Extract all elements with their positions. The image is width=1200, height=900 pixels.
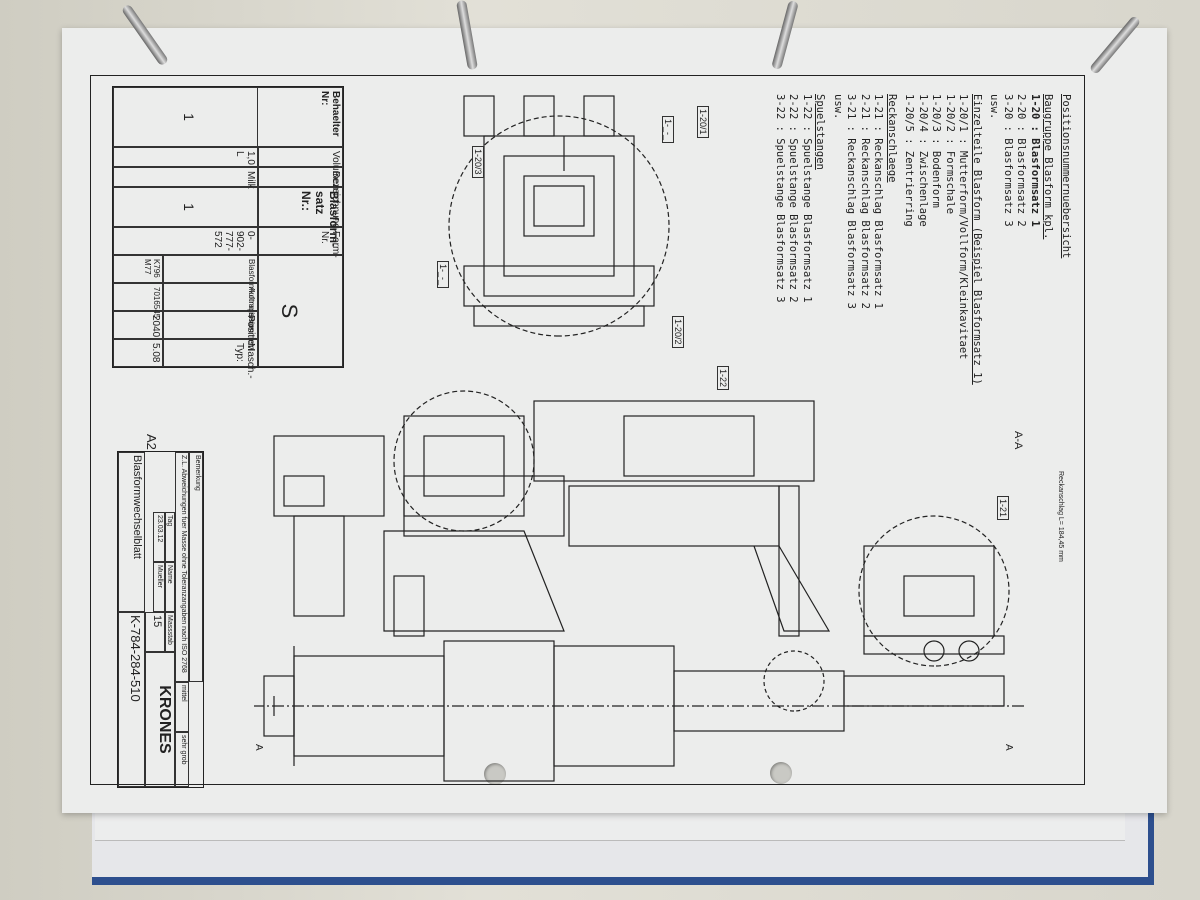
table-label: Masch.-Typ: (163, 339, 258, 379)
tolerance-mittel: mittel (175, 682, 189, 732)
title-label: Massstab (165, 612, 175, 652)
table-label: Bezeichnung (258, 167, 343, 229)
section-marker: A (1003, 744, 1014, 751)
bottom-assembly-view (254, 640, 1024, 782)
section-marker: A (253, 744, 264, 751)
tolerance-grob: sehr grob (175, 732, 189, 787)
table-value: 0-902-777-572 (113, 227, 258, 255)
table-value: Milk (113, 167, 258, 189)
detail-circle-stretch-stop (858, 515, 1010, 667)
krones-logo: KRONES (145, 652, 175, 787)
table-label: Position (163, 311, 258, 351)
table-value: K796 M77 (113, 255, 163, 283)
main-assembly-view (273, 390, 831, 637)
drawing-views (254, 95, 1024, 782)
sheet-size: A2 (144, 434, 159, 450)
callout-label: 1-_-_ (437, 261, 449, 289)
punch-hole (484, 763, 506, 785)
name-value: Mueller (153, 562, 165, 612)
callout-label: 1-22 (717, 366, 729, 391)
section-label: A-A (1012, 431, 1024, 450)
technical-drawing: Positionsnummernuebersicht Baugruppe Bla… (90, 75, 1085, 788)
table-value: 1 (113, 187, 258, 227)
table-symbol: S (258, 255, 343, 367)
table-value: 5.08 (113, 339, 163, 367)
callout-label: 1-20/1 (697, 106, 709, 138)
callout-label: 1-20/2 (672, 316, 684, 348)
table-value: 7016545 (113, 283, 163, 318)
info-table: Behaelter Nr: Volumen Bezeichnung Blasfo… (112, 86, 344, 379)
stretch-note: Reckanschlag L= 184,45 mm (1057, 471, 1064, 562)
tolerance-note: Z.L. Abweichungen fuer Masse ohne Tolera… (175, 452, 189, 682)
table-value: 1 (113, 87, 258, 147)
table-label: Blasformkommission (163, 255, 258, 333)
table-value: 1,0 L (113, 147, 258, 167)
detail-circle-mould (448, 95, 670, 337)
callout-label: 1-_-_ (662, 116, 674, 144)
scale-value: 15 (145, 612, 165, 652)
title-label: Bemerkung (189, 452, 203, 682)
title-block: Bemerkung Z.L. Abweichungen fuer Masse o… (117, 451, 204, 788)
table-label: Volumen (258, 147, 343, 190)
title-label: Name (165, 562, 175, 612)
date-value: 23.03.12 (153, 512, 165, 562)
callout-label: 1-20/3 (472, 146, 484, 178)
table-label: Form-Nr. (258, 227, 343, 258)
table-value: 2040 (113, 311, 163, 339)
callout-label: 1-21 (997, 496, 1009, 521)
punch-hole (770, 762, 792, 784)
drawing-number: K-784-284-510 (118, 612, 145, 787)
drawing-title: Blasformwechselblatt (118, 452, 145, 612)
title-label: Tag (165, 512, 175, 562)
table-label: Auftragsnummer (163, 283, 258, 346)
table-label: Blasform-satz Nr.: (258, 187, 343, 247)
